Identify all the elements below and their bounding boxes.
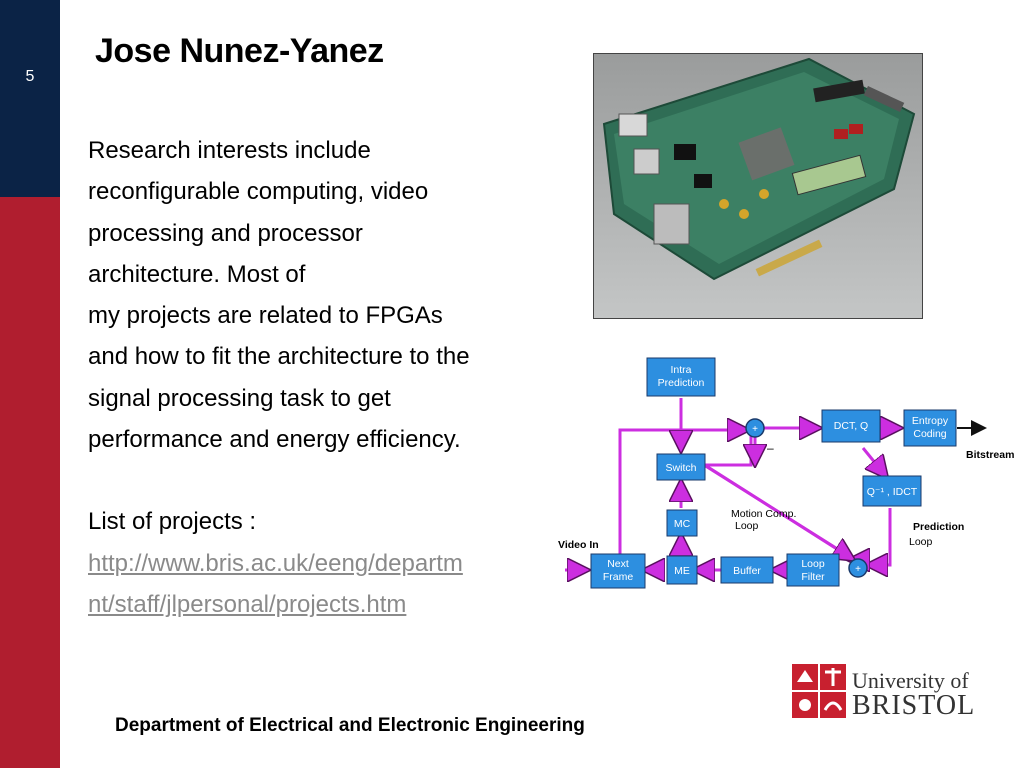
- loop-filter-block: [786, 553, 840, 587]
- entropy-coding-block: [903, 409, 957, 447]
- buffer-label: Buffer: [733, 565, 761, 577]
- bristol-crest-icon: [792, 664, 846, 718]
- slide-number: 5: [25, 68, 35, 85]
- minus-sign: –: [767, 441, 774, 455]
- fpga-board-illustration: [594, 54, 922, 318]
- loop-label-2: Filter: [801, 571, 825, 583]
- prediction-loop-label: Loop: [909, 536, 933, 548]
- add-node: [848, 558, 868, 578]
- body-text: Research interests include reconfigurabl…: [88, 130, 548, 625]
- encoder-block-diagram: + – + Intra Prediction DCT, Q Entropy Co…: [545, 350, 1024, 600]
- logo-text-university: University of: [852, 668, 969, 693]
- intra-prediction-block: [646, 357, 716, 397]
- iq-label: Q⁻¹ , IDCT: [867, 486, 918, 498]
- body-line: Research interests include: [88, 137, 371, 164]
- sidebar-bottom-band: [0, 197, 60, 768]
- plus-sign-1: +: [752, 424, 758, 435]
- encoder-diagram-svg: + – + Intra Prediction DCT, Q Entropy Co…: [558, 357, 1014, 589]
- logo-text-bristol: BRISTOL: [852, 690, 976, 721]
- me-label: ME: [674, 565, 690, 577]
- dct-label: DCT, Q: [834, 420, 868, 432]
- motion-comp-label-1: Motion Comp.: [731, 508, 796, 520]
- buffer-block: [720, 556, 774, 584]
- spacer: [88, 460, 548, 501]
- switch-label: Switch: [666, 462, 697, 474]
- plus-sign-2: +: [855, 564, 861, 575]
- body-line: my projects are related to FPGAs: [88, 302, 443, 330]
- entropy-label-2: Coding: [913, 428, 946, 440]
- entropy-label-1: Entropy: [912, 415, 949, 427]
- body-line: reconfigurable computing, video: [88, 178, 429, 206]
- bitstream-label: Bitstream: [966, 449, 1014, 461]
- dct-q-block: [821, 409, 881, 443]
- intra-label-1: Intra: [670, 364, 691, 376]
- body-line: and how to fit the architecture to the: [88, 343, 470, 371]
- motion-comp-label-2: Loop: [735, 520, 759, 532]
- projects-link-line2[interactable]: nt/staff/jlpersonal/projects.htm: [88, 590, 407, 618]
- body-line: processing and processor: [88, 219, 363, 247]
- loop-label-1: Loop: [801, 558, 825, 570]
- body-line: architecture. Most of: [88, 260, 306, 288]
- mc-label: MC: [674, 518, 691, 530]
- department-footer: Department of Electrical and Electronic …: [115, 715, 585, 736]
- university-logo: University of BRISTOL: [792, 664, 992, 721]
- me-block: [666, 555, 698, 585]
- slide-title: Jose Nunez-Yanez: [95, 32, 384, 70]
- inverse-quant-block: [862, 475, 922, 507]
- body-line: signal processing task to get: [88, 384, 391, 412]
- next-label-2: Frame: [603, 571, 633, 583]
- intra-label-2: Prediction: [658, 377, 705, 389]
- projects-label: List of projects :: [88, 508, 257, 536]
- subtract-node: [745, 418, 765, 438]
- projects-link-line1[interactable]: http://www.bris.ac.uk/eeng/departm: [88, 549, 463, 577]
- sidebar-top-band: [0, 0, 60, 197]
- body-line: performance and energy efficiency.: [88, 426, 461, 454]
- next-label-1: Next: [607, 558, 629, 570]
- fpga-board-photo: [593, 53, 923, 319]
- switch-block: [656, 453, 706, 481]
- prediction-label: Prediction: [913, 521, 964, 533]
- mc-block: [666, 509, 698, 537]
- next-frame-block: [590, 553, 646, 589]
- video-in-label: Video In: [558, 539, 599, 551]
